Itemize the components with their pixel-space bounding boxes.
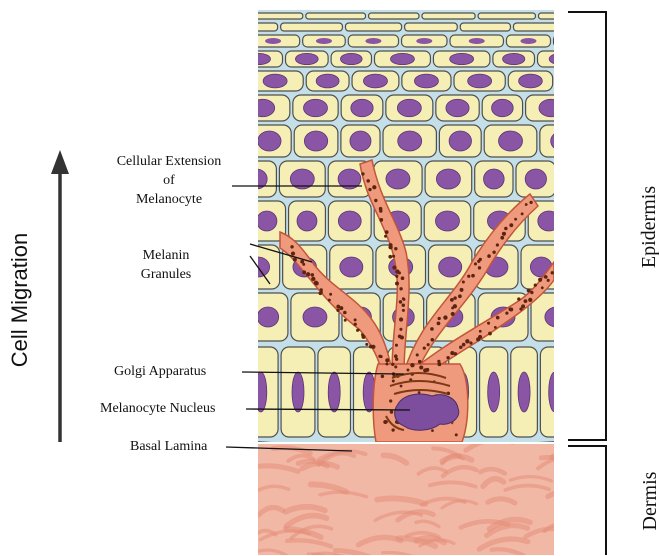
label-epidermis: Epidermis (637, 152, 659, 302)
keratinocyte (460, 23, 510, 31)
keratinocyte (245, 13, 303, 19)
dermis-bracket (568, 446, 606, 555)
keratinocyte (248, 125, 292, 157)
keratinocyte (484, 125, 537, 157)
keratinocyte (281, 23, 343, 31)
keratinocyte (306, 71, 349, 91)
dermis-layer (252, 440, 596, 555)
keratinocyte (281, 347, 315, 437)
keratinocyte (540, 125, 586, 157)
keratinocyte (475, 161, 513, 197)
keratinocyte (244, 347, 279, 437)
keratinocyte (303, 35, 346, 47)
keratinocyte (405, 23, 458, 31)
keratinocyte (506, 35, 550, 47)
label-golgi-apparatus: Golgi Apparatus (114, 362, 206, 381)
keratinocyte (286, 51, 329, 67)
label-melanocyte-nucleus: Melanocyte Nucleus (100, 399, 215, 418)
keratinocyte (556, 71, 598, 91)
keratinocyte (348, 35, 398, 47)
label-basal-lamina: Basal Lamina (130, 437, 207, 456)
keratinocyte (294, 125, 338, 157)
keratinocyte (331, 51, 371, 67)
keratinocyte (341, 95, 383, 121)
keratinocyte (540, 347, 569, 437)
keratinocyte (538, 13, 597, 19)
keratinocyte (279, 161, 325, 197)
keratinocyte (247, 35, 300, 47)
keratinocyte (450, 35, 503, 47)
keratinocyte (516, 161, 556, 197)
keratinocyte (508, 71, 552, 91)
keratinocyte (232, 23, 278, 31)
keratinocyte (247, 71, 303, 91)
keratinocyte (433, 51, 489, 67)
keratinocyte (352, 71, 399, 91)
keratinocyte (383, 125, 436, 157)
keratinocyte (526, 95, 577, 121)
cell-migration-arrow (51, 150, 69, 442)
keratinocyte (424, 201, 471, 241)
keratinocyte (293, 95, 338, 121)
label-melanin-granules: Melanin Granules (116, 246, 216, 284)
keratinocyte (306, 13, 366, 19)
label-cellular-extension: Cellular Extension of Melanocyte (96, 152, 242, 209)
keratinocyte (236, 95, 290, 121)
keratinocyte (513, 23, 573, 31)
keratinocyte (511, 347, 538, 437)
keratinocyte (531, 293, 583, 341)
keratinocyte (328, 201, 371, 241)
keratinocyte (480, 347, 508, 437)
keratinocyte (386, 95, 433, 121)
keratinocyte (559, 161, 602, 197)
keratinocyte (289, 201, 326, 241)
keratinocyte (369, 13, 419, 19)
keratinocyte (554, 35, 605, 47)
keratinocyte (374, 51, 430, 67)
label-cell-migration: Cell Migration (7, 200, 33, 400)
keratinocyte (330, 245, 373, 289)
keratinocyte (341, 125, 380, 157)
keratinocyte (436, 95, 479, 121)
keratinocyte (248, 293, 288, 341)
keratinocyte (482, 95, 522, 121)
epidermis-layer (232, 10, 605, 446)
keratinocyte (422, 13, 475, 19)
keratinocyte (478, 13, 535, 19)
epidermis-bracket (568, 12, 606, 440)
keratinocyte (439, 125, 481, 157)
keratinocyte (402, 35, 447, 47)
label-dermis: Dermis (638, 446, 659, 556)
keratinocyte (402, 71, 451, 91)
keratinocyte (425, 161, 472, 197)
keratinocyte (538, 51, 585, 67)
keratinocyte (345, 23, 401, 31)
keratinocyte (237, 161, 277, 197)
keratinocyte (493, 51, 535, 67)
keratinocyte (318, 347, 351, 437)
keratinocyte (454, 71, 505, 91)
keratinocyte (235, 51, 283, 67)
